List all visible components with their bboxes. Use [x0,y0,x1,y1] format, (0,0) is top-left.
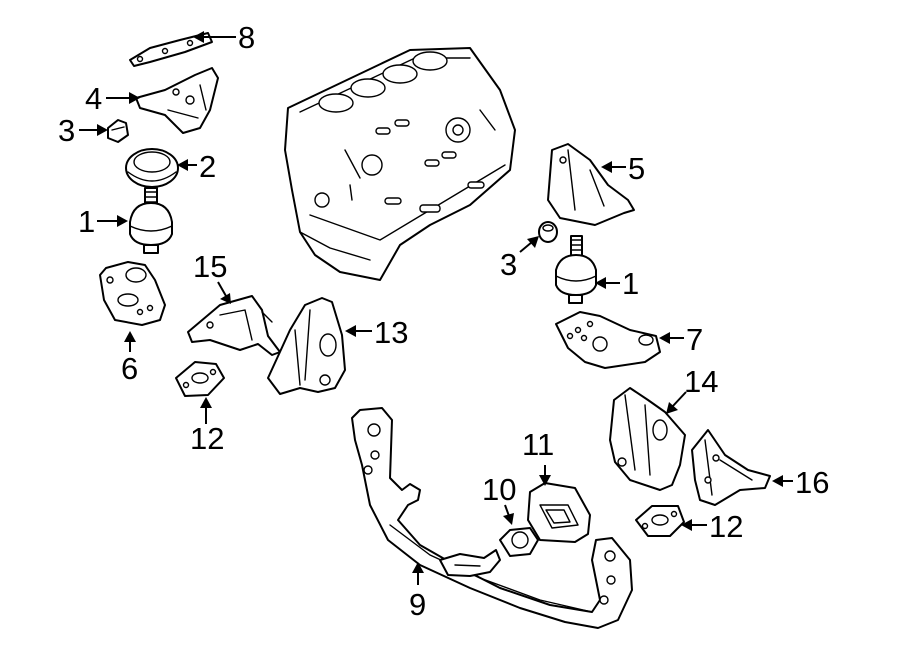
arrowhead-11 [539,475,551,486]
part-3-bushing-left [107,119,129,143]
arrowhead-12-right [681,519,692,531]
arrowhead-4 [129,92,140,104]
part-7-bracket [555,311,661,369]
part-5-bracket [547,143,635,226]
leader-15 [217,281,227,297]
callout-5: 5 [628,151,645,186]
callout-2: 2 [199,149,216,184]
callout-13: 13 [374,315,408,350]
arrowhead-7 [659,332,670,344]
arrowhead-3-left [97,124,108,136]
arrowhead-1-right [595,277,606,289]
arrowhead-9 [412,562,424,573]
part-13-bracket [267,297,346,395]
arrowhead-15 [220,293,231,304]
callout-4: 4 [85,81,102,116]
part-1-engine-mount-right [555,235,597,304]
callout-1-right: 1 [622,266,639,301]
callout-11: 11 [522,427,554,462]
callout-12-right: 12 [709,509,743,544]
callout-labels: 8 4 3 2 1 15 6 12 13 5 3 1 7 14 16 12 11… [58,20,829,622]
callout-7: 7 [686,322,703,357]
arrowhead-6 [124,331,136,342]
arrowhead-10 [503,513,514,525]
leader-10 [504,504,510,517]
arrowhead-12-left [200,397,212,408]
callout-12-left: 12 [190,421,224,456]
arrowhead-16 [772,475,783,487]
engine-block [284,47,516,281]
callout-9: 9 [409,587,426,622]
part-11-mount [527,482,591,543]
part-10-bushing [499,527,539,557]
part-16-bracket [691,429,771,506]
arrowhead-14 [666,402,678,414]
callout-10: 10 [482,472,516,507]
callout-14: 14 [684,364,718,399]
arrowhead-13 [345,325,356,337]
part-9-crossmember [351,407,633,629]
part-2-pad [125,148,179,188]
callout-1-left: 1 [78,204,95,239]
callout-6: 6 [121,351,138,386]
arrowhead-8 [193,31,204,43]
callout-16: 16 [795,465,829,500]
part-6-bracket [99,261,166,326]
callout-8: 8 [238,20,255,55]
part-12-pad-right [635,505,685,537]
arrowhead-2 [177,159,188,171]
callout-3-right: 3 [500,247,517,282]
part-3-bushing-right [538,221,558,243]
leader-3-right [519,241,533,253]
part-12-pad-left [175,361,225,397]
callout-3-left: 3 [58,113,75,148]
part-15-bracket [187,295,281,356]
part-14-bracket [609,387,686,491]
part-4-bracket [135,67,219,134]
arrowhead-1-left [117,215,128,227]
part-1-engine-mount-left [129,187,173,254]
leader-14 [671,391,687,408]
arrowhead-5 [601,161,612,173]
leader-lines [79,31,793,585]
part-8-strip-bracket [129,32,213,67]
arrowhead-3-right [527,236,539,248]
callout-15: 15 [193,249,227,284]
